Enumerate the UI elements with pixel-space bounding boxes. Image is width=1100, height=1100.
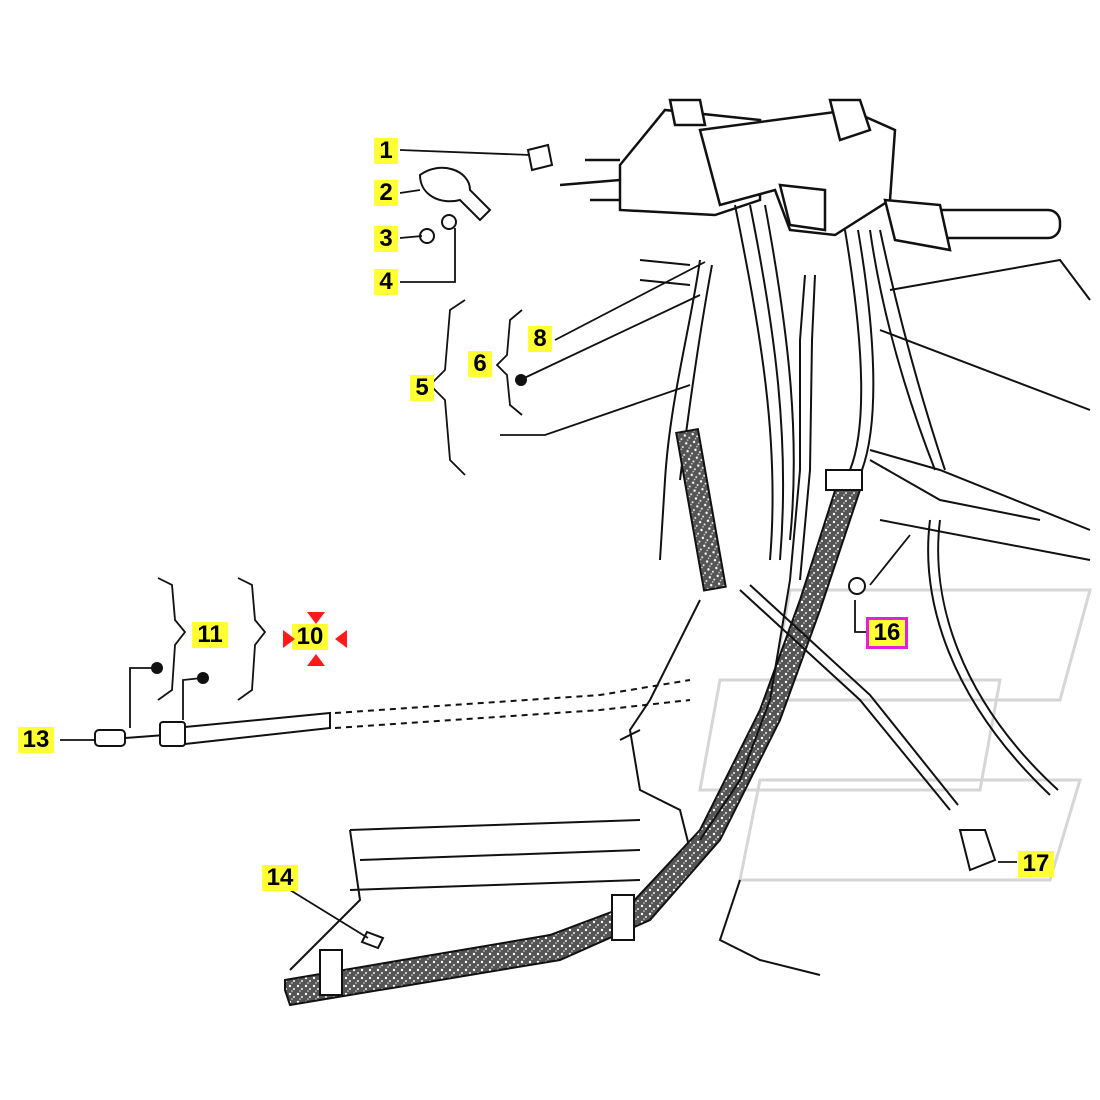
frame-outline xyxy=(289,258,1091,976)
cable-bundle xyxy=(659,204,1059,841)
callout-17[interactable]: 17 xyxy=(1018,851,1054,877)
choke-cable xyxy=(94,679,691,747)
hover-marker-10 xyxy=(283,612,347,666)
callout-5[interactable]: 5 xyxy=(410,375,434,401)
leader-lines xyxy=(60,149,1017,939)
marker-arrow-top xyxy=(307,612,325,624)
small-parts xyxy=(360,143,997,950)
callout-10[interactable]: 10 xyxy=(292,624,328,650)
bullet-markers xyxy=(151,374,527,684)
marker-arrow-right xyxy=(335,630,347,648)
callout-2[interactable]: 2 xyxy=(374,180,398,206)
callout-1[interactable]: 1 xyxy=(374,138,398,164)
marker-arrow-left xyxy=(283,630,295,648)
callout-14[interactable]: 14 xyxy=(262,865,298,891)
callout-8[interactable]: 8 xyxy=(528,326,552,352)
callout-4[interactable]: 4 xyxy=(374,269,398,295)
callout-13[interactable]: 13 xyxy=(18,727,54,753)
callout-16[interactable]: 16 xyxy=(866,617,908,649)
callout-3[interactable]: 3 xyxy=(374,226,398,252)
conduit xyxy=(284,469,863,1007)
callout-6[interactable]: 6 xyxy=(468,351,492,377)
marker-arrow-bottom xyxy=(307,654,325,666)
handlebar xyxy=(559,98,1062,252)
callout-11[interactable]: 11 xyxy=(192,622,228,648)
